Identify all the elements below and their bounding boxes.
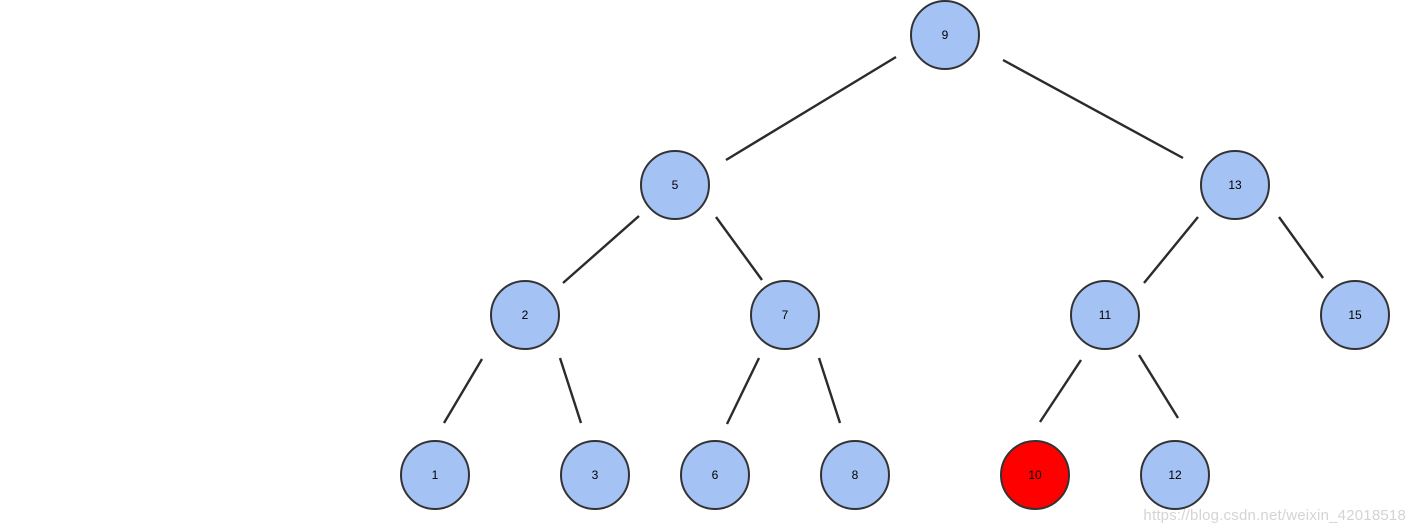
- node-label: 7: [782, 308, 789, 322]
- node-circle: [820, 440, 890, 510]
- edge-9-13: [1002, 58, 1184, 160]
- edge-13-11: [1143, 216, 1199, 284]
- node-13: 13: [1200, 150, 1270, 220]
- node-9: 9: [910, 0, 980, 70]
- edge-2-1: [442, 358, 484, 424]
- edge-7-6: [725, 357, 761, 425]
- node-label: 3: [592, 468, 599, 482]
- node-label: 11: [1099, 308, 1112, 322]
- node-label: 13: [1228, 178, 1242, 192]
- node-6: 6: [680, 440, 750, 510]
- node-circle: [560, 440, 630, 510]
- node-label: 8: [852, 468, 859, 482]
- edge-11-12: [1137, 354, 1180, 419]
- node-circle: [640, 150, 710, 220]
- node-circle: [680, 440, 750, 510]
- node-circle: [490, 280, 560, 350]
- node-15: 15: [1320, 280, 1390, 350]
- node-circle: [910, 0, 980, 70]
- node-5: 5: [640, 150, 710, 220]
- node-circle: [400, 440, 470, 510]
- node-label: 10: [1028, 468, 1042, 482]
- node-label: 6: [712, 468, 719, 482]
- edge-11-10: [1038, 359, 1083, 423]
- node-circle-highlighted: [1000, 440, 1070, 510]
- edge-5-7: [715, 216, 763, 281]
- node-circle: [1320, 280, 1390, 350]
- node-2: 2: [490, 280, 560, 350]
- node-label: 12: [1168, 468, 1182, 482]
- edge-9-5: [725, 55, 897, 162]
- node-circle: [1200, 150, 1270, 220]
- node-label: 9: [942, 28, 949, 42]
- edge-5-2: [562, 215, 640, 284]
- edge-7-8: [817, 357, 842, 424]
- edge-2-3: [558, 357, 583, 424]
- node-10-highlighted: 10: [1000, 440, 1070, 510]
- node-label: 1: [432, 468, 439, 482]
- node-12: 12: [1140, 440, 1210, 510]
- node-1: 1: [400, 440, 470, 510]
- node-circle: [750, 280, 820, 350]
- node-circle: [1070, 280, 1140, 350]
- node-11: 11: [1070, 280, 1140, 350]
- node-8: 8: [820, 440, 890, 510]
- node-label: 5: [672, 178, 679, 192]
- node-circle: [1140, 440, 1210, 510]
- watermark-text: https://blog.csdn.net/weixin_42018518: [1143, 507, 1406, 524]
- edge-13-15: [1278, 216, 1324, 279]
- node-3: 3: [560, 440, 630, 510]
- node-label: 15: [1348, 308, 1362, 322]
- node-7: 7: [750, 280, 820, 350]
- node-label: 2: [522, 308, 529, 322]
